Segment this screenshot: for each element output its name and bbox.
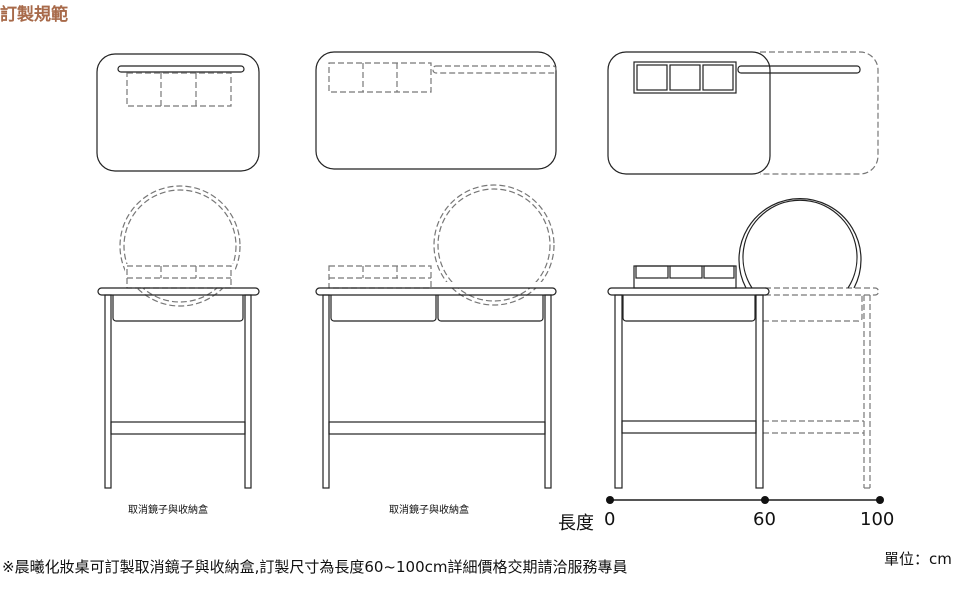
caption-left: 取消鏡子與收納盒 <box>128 505 208 516</box>
front-view-extension <box>607 198 880 489</box>
scale-tick-100: 100 <box>860 509 895 530</box>
caption-middle: 取消鏡子與收納盒 <box>389 505 469 516</box>
scale-label: 長度 <box>558 513 594 534</box>
top-view-extension <box>607 51 879 175</box>
front-view-no-mirror <box>97 185 260 489</box>
length-scale <box>606 496 884 504</box>
front-view-extended-no-mirror <box>315 184 557 489</box>
unit-label: 單位：cm <box>884 550 952 568</box>
customization-note: ※晨曦化妝桌可訂製取消鏡子與收納盒,訂製尺寸為長度60~100cm詳細價格交期請… <box>2 558 628 576</box>
scale-tick-60: 60 <box>753 509 776 530</box>
scale-dot-100 <box>876 496 884 504</box>
top-view-no-mirror <box>96 53 260 172</box>
scale-dot-60 <box>761 496 769 504</box>
scale-dot-0 <box>606 496 614 504</box>
top-view-extended-no-mirror <box>315 51 557 170</box>
scale-tick-0: 0 <box>604 509 616 530</box>
section-title: 訂製規範 <box>0 5 68 25</box>
